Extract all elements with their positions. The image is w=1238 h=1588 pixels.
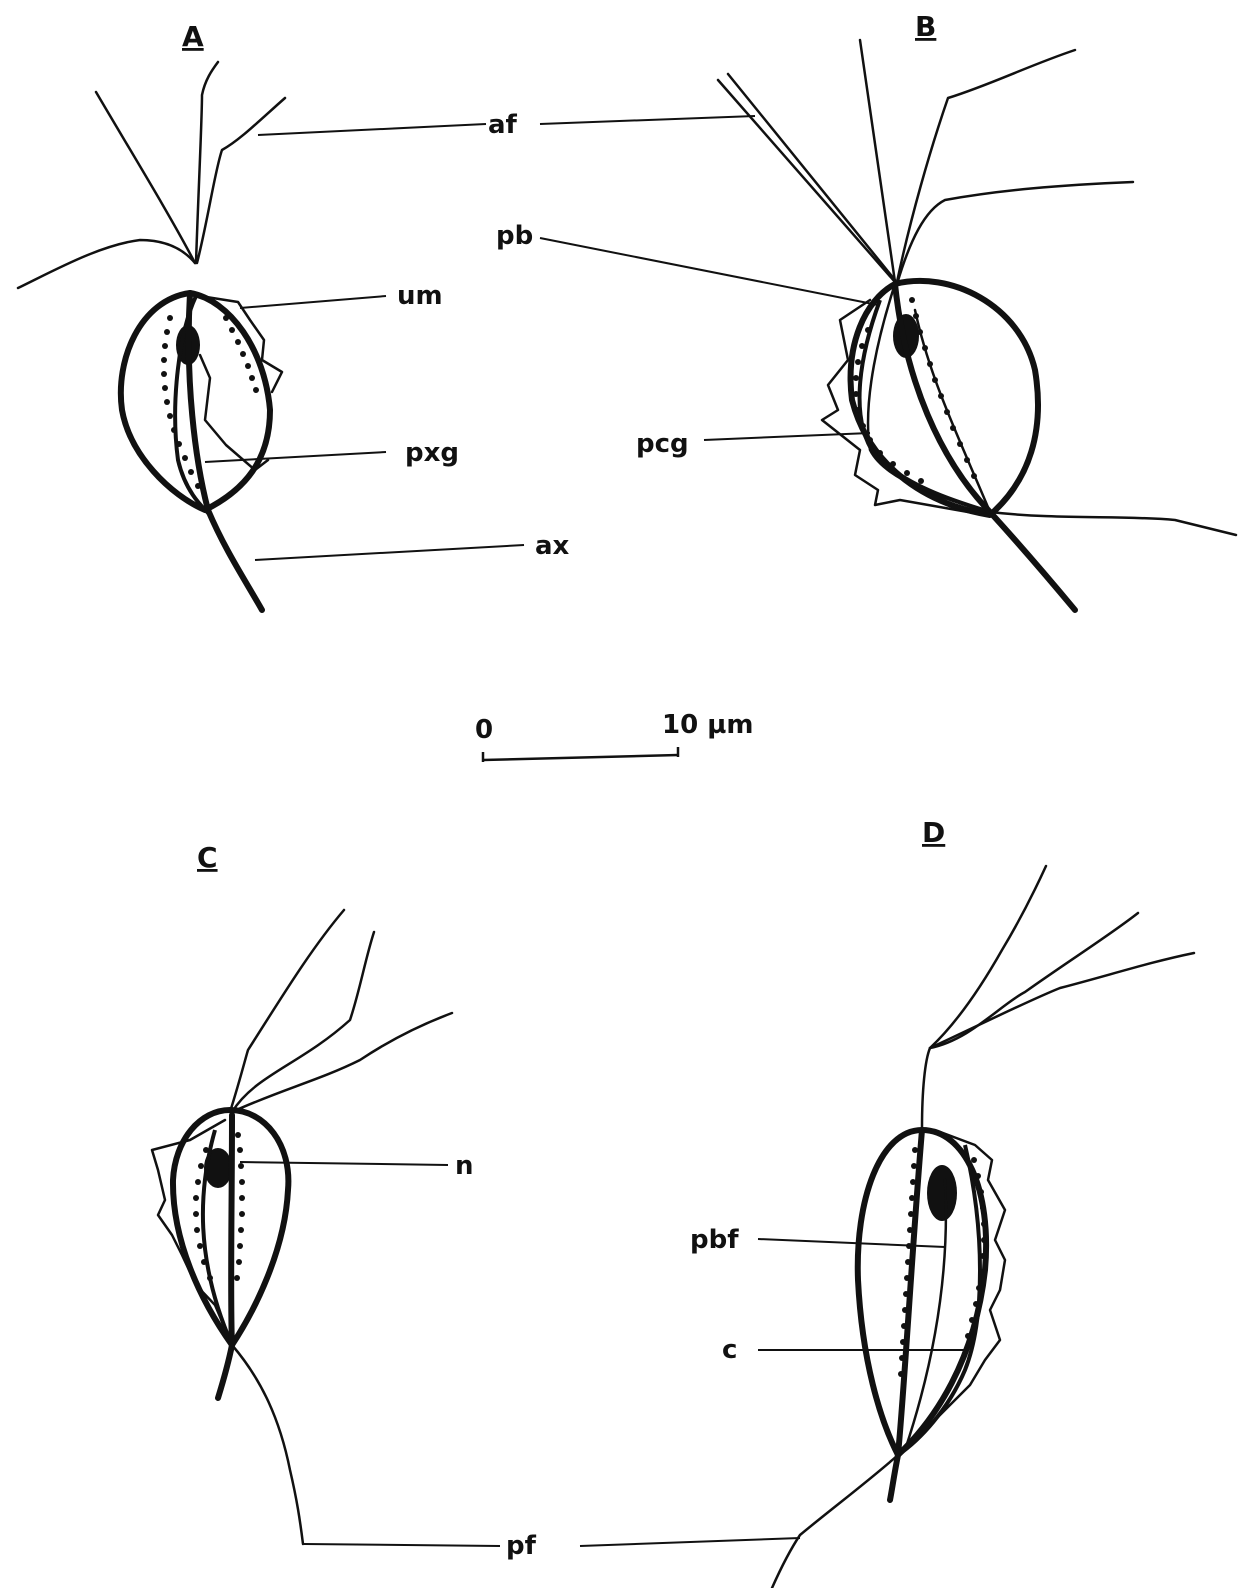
label-pbf: pbf — [690, 1225, 739, 1255]
label-um: um — [397, 281, 443, 311]
panel-a-label: A — [182, 20, 204, 53]
scale-start-label: 0 — [475, 715, 493, 745]
panel-b-cell: B — [718, 10, 1236, 610]
panel-b-label: B — [915, 10, 936, 43]
scale-end-label: 10 µm — [662, 710, 753, 740]
label-pf: pf — [506, 1531, 537, 1561]
label-pb: pb — [496, 221, 533, 251]
label-pxg: pxg — [405, 438, 459, 468]
label-n: n — [455, 1151, 474, 1181]
scale-bar: 0 10 µm — [475, 710, 753, 762]
panel-c-label: C — [197, 841, 218, 874]
panel-a-cell: A — [18, 20, 285, 610]
label-ax: ax — [535, 531, 570, 561]
panel-d-label: D — [922, 816, 945, 849]
label-pcg: pcg — [636, 429, 689, 459]
label-af: af — [488, 110, 518, 140]
label-c: c — [722, 1335, 737, 1365]
panel-c-cell: C — [152, 841, 452, 1544]
panel-d-cell: D — [772, 816, 1194, 1588]
